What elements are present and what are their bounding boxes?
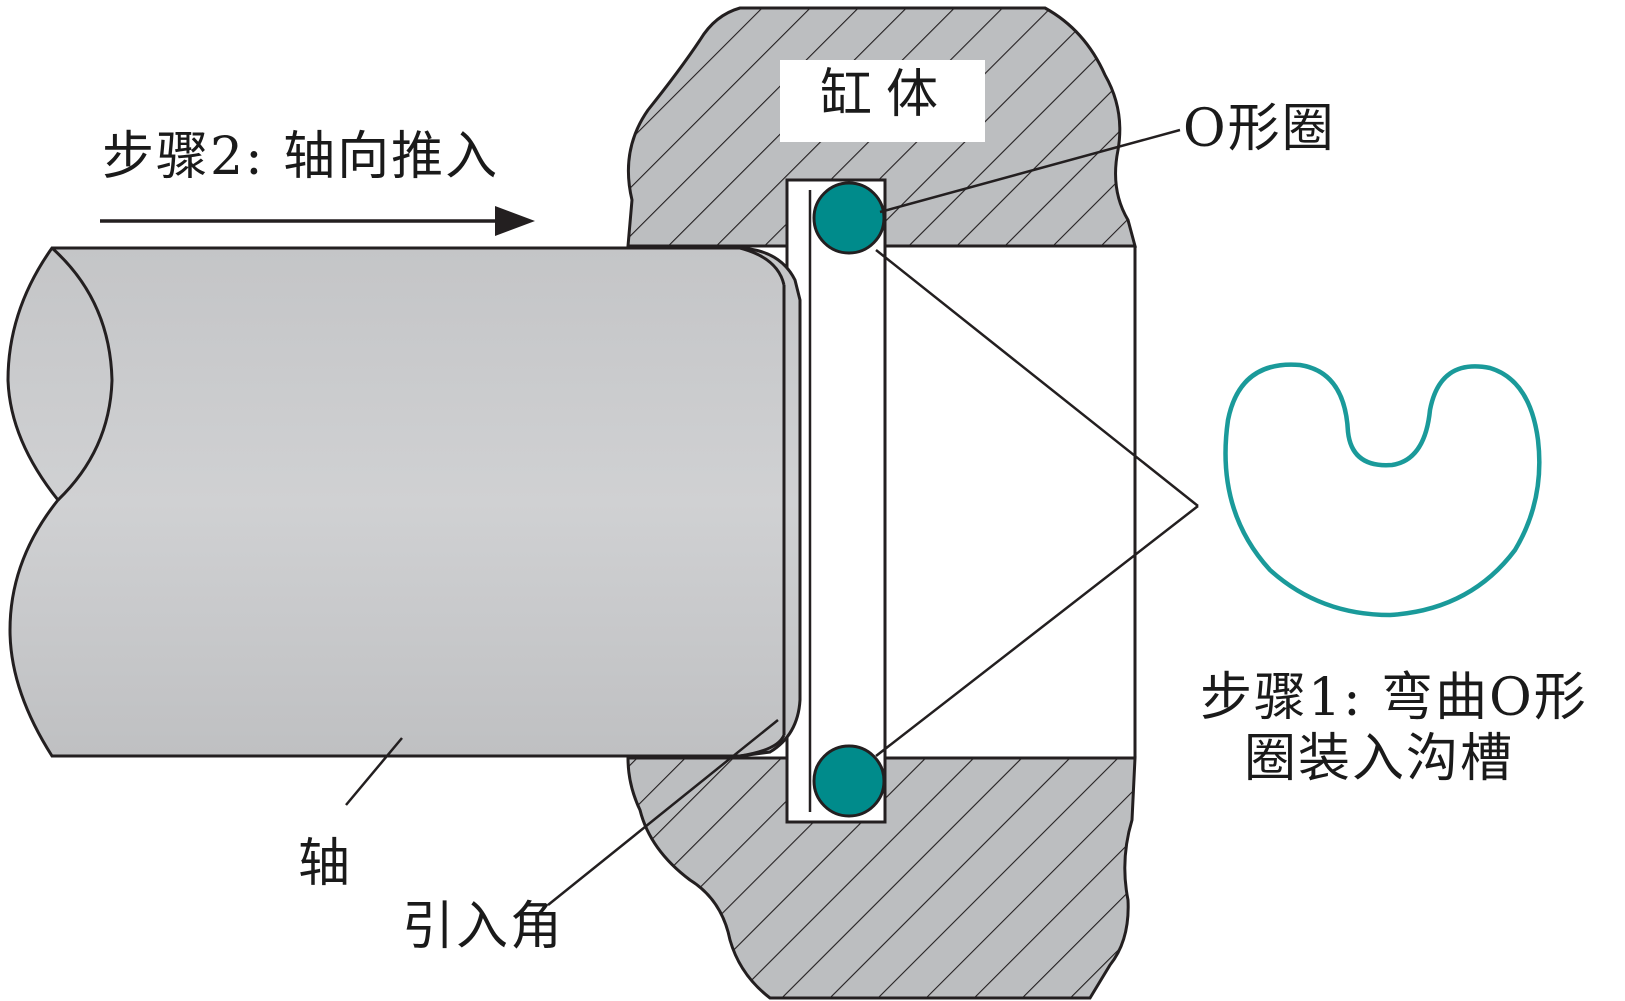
push-arrow-head <box>495 206 535 236</box>
shaft-label: 轴 <box>298 834 353 894</box>
cylinder-label: 缸体 <box>820 65 953 125</box>
projection-line-bottom <box>875 505 1199 757</box>
shaft-leader <box>345 737 403 806</box>
chamfer-top <box>739 246 786 286</box>
o-ring-top <box>812 181 886 255</box>
shaft <box>6 246 802 758</box>
step1-label-line2: 圈装入沟槽 <box>1244 729 1515 790</box>
chamfer-bottom <box>739 734 786 758</box>
o-ring-bottom <box>812 744 886 818</box>
projection-line-top <box>875 249 1199 507</box>
cylinder-body-bottom <box>626 756 1137 1000</box>
shaft-break-line <box>50 246 114 502</box>
o-ring-groove <box>785 178 887 824</box>
cylinder-label-box <box>780 60 985 142</box>
o-ring-leader <box>879 128 1181 214</box>
step1-label-line1: 步骤1: 弯曲O形 <box>1200 668 1588 728</box>
bent-o-ring <box>1223 362 1542 618</box>
step1-label: 步骤1: 弯曲O形 圈装入沟槽 <box>1200 668 1588 791</box>
chamfer-leader <box>547 719 779 906</box>
chamfer-label: 引入角 <box>402 897 565 957</box>
o-ring-label: O形圈 <box>1183 99 1336 159</box>
step2-label: 步骤2: 轴向推入 <box>102 127 500 187</box>
